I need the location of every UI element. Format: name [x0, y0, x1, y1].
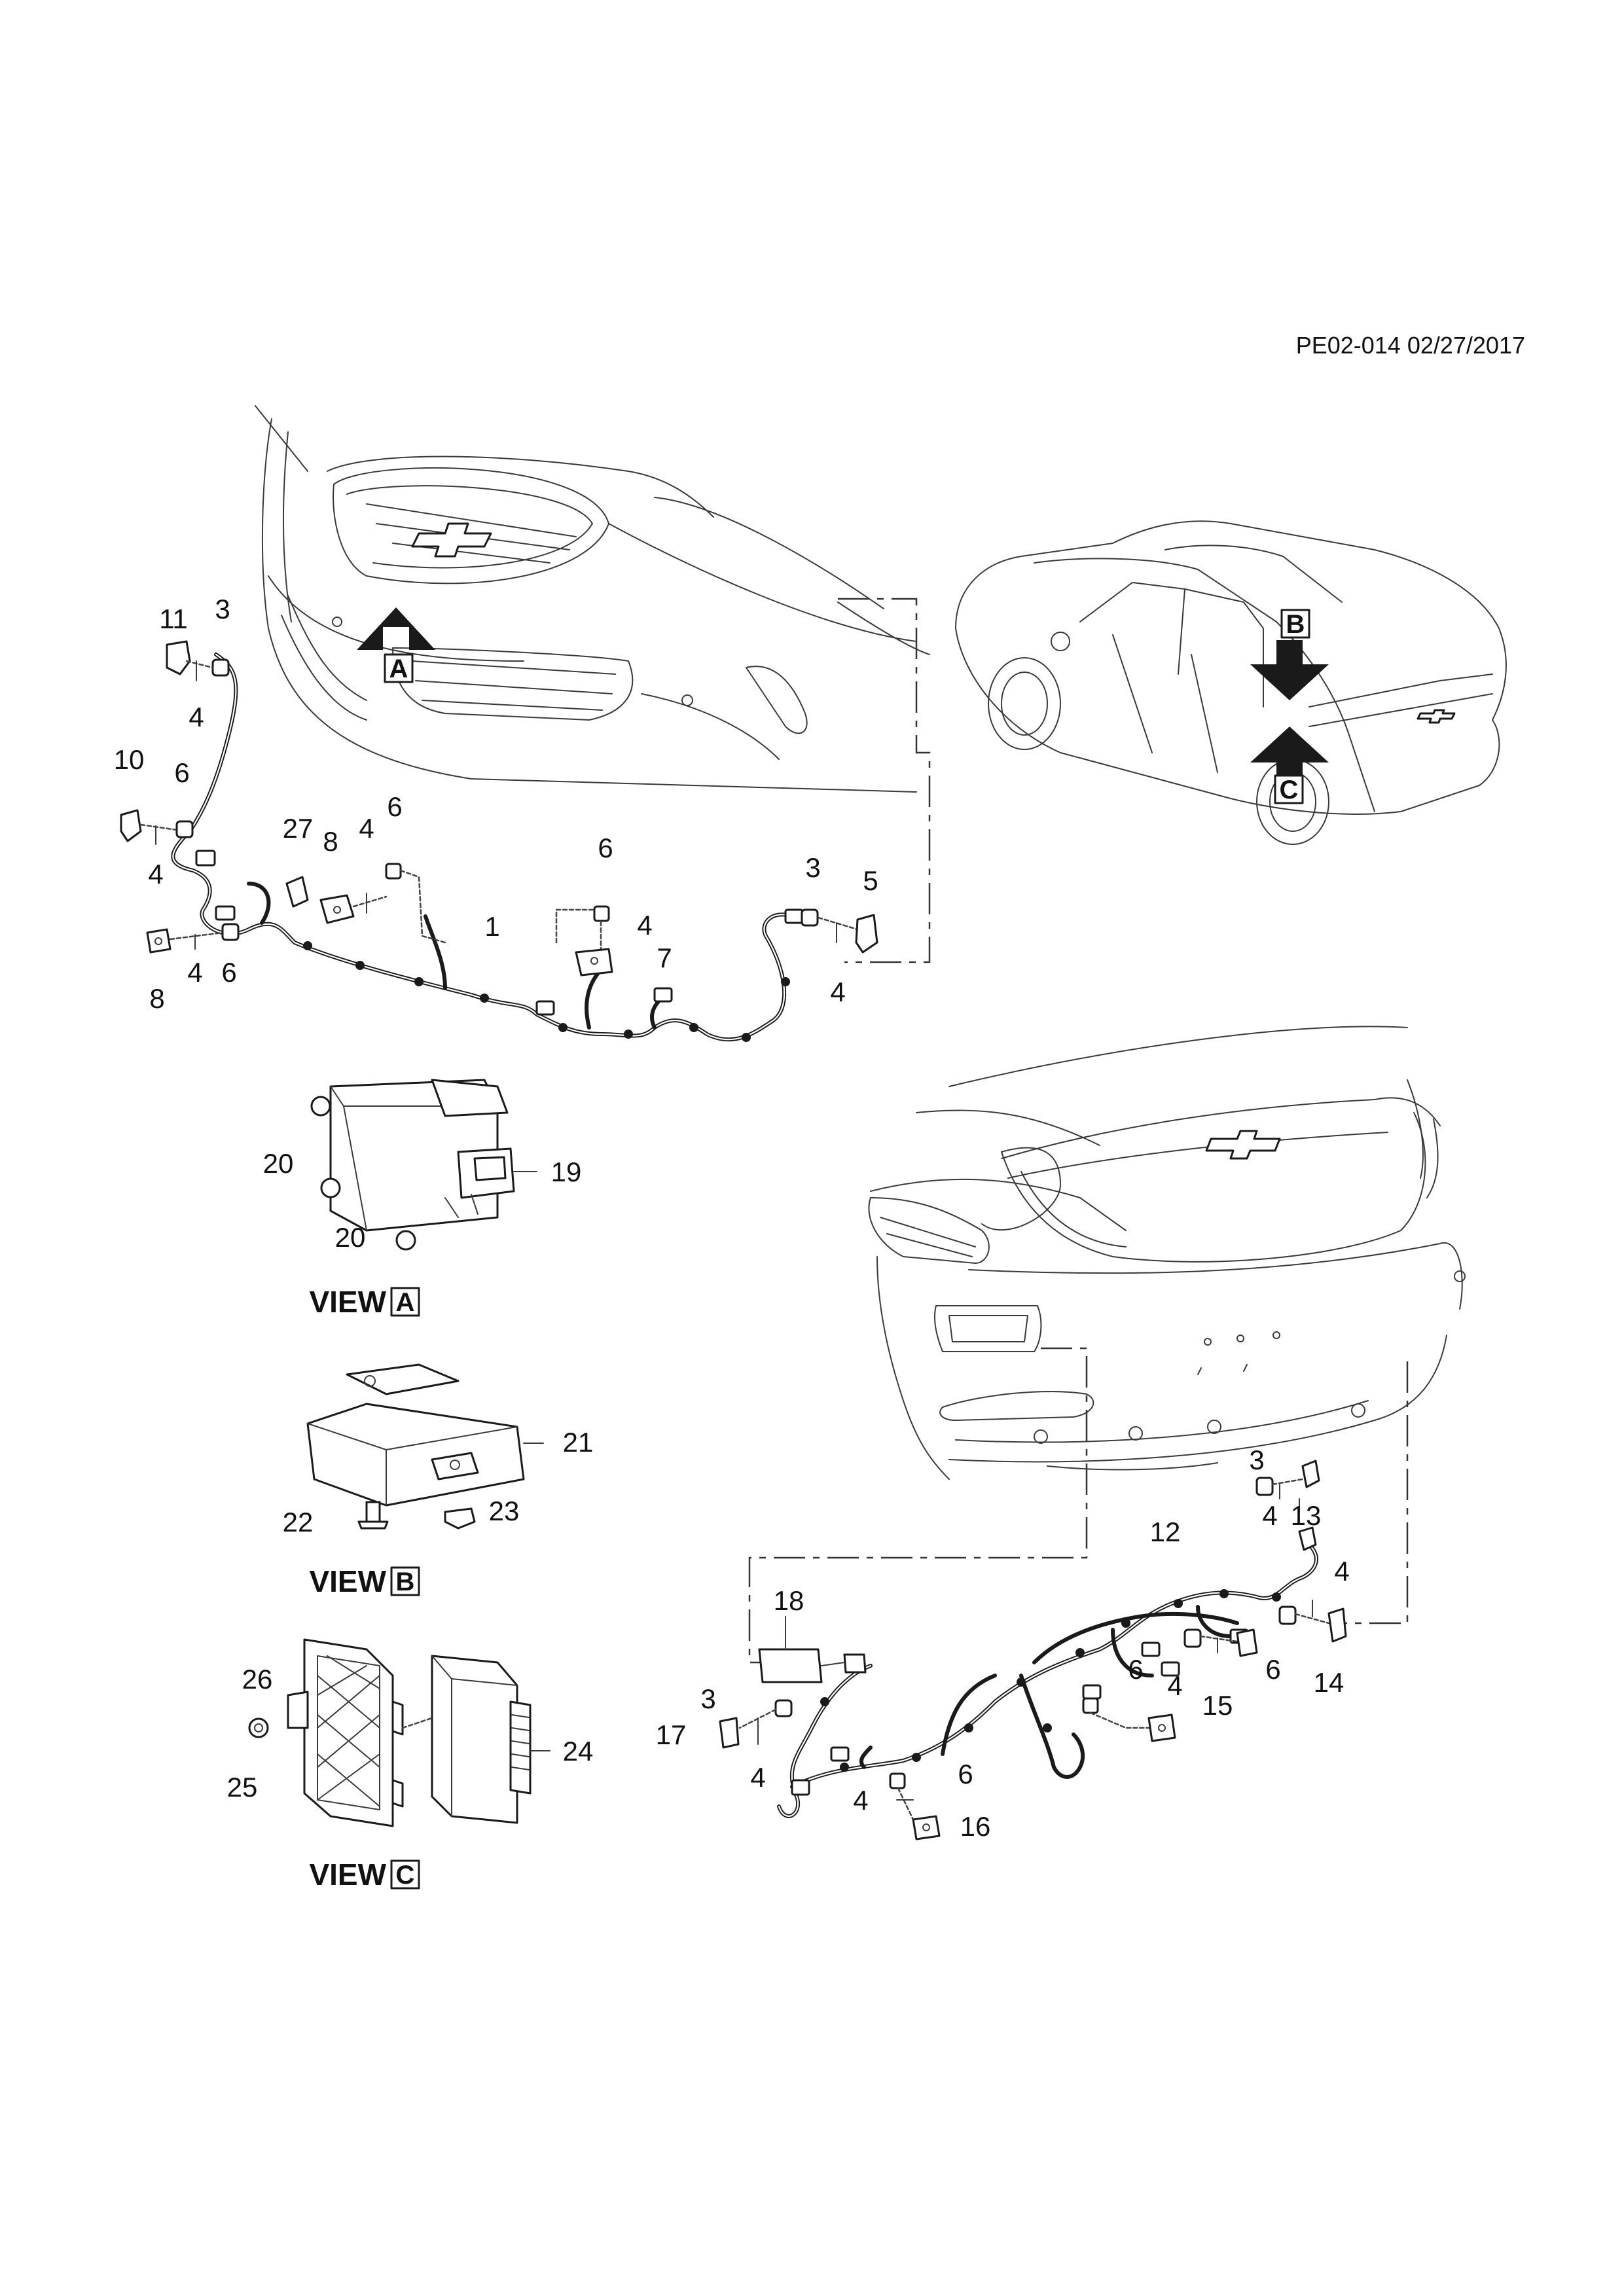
view-b-letter: B — [396, 1568, 415, 1596]
callout-27: 27 — [283, 813, 314, 844]
callout-6: 6 — [221, 957, 236, 988]
view-a-title: VIEW — [309, 1285, 386, 1319]
view-arrow-a-label: A — [389, 655, 408, 683]
callout-8: 8 — [323, 826, 338, 857]
callout-8: 8 — [149, 983, 164, 1014]
callout-4: 4 — [830, 977, 845, 1007]
callout-6: 6 — [958, 1759, 973, 1789]
rear-fascia-illustration — [748, 1026, 1466, 1664]
callout-10: 10 — [114, 744, 145, 775]
view-a-letter: A — [396, 1288, 415, 1317]
rear-sensor-parts — [719, 1460, 1347, 1840]
callout-22: 22 — [283, 1507, 314, 1537]
view-b-title: VIEW — [309, 1564, 386, 1598]
callout-20: 20 — [263, 1148, 294, 1179]
callout-6: 6 — [1265, 1654, 1280, 1685]
callout-6: 6 — [598, 833, 613, 863]
callout-3: 3 — [1249, 1444, 1264, 1475]
callout-6: 6 — [1128, 1654, 1143, 1685]
vehicle-overview-illustration: B C — [955, 520, 1507, 845]
callout-16: 16 — [960, 1811, 991, 1842]
callout-4: 4 — [1262, 1500, 1277, 1531]
callout-21: 21 — [563, 1427, 594, 1458]
callout-3: 3 — [215, 594, 230, 624]
callout-3: 3 — [700, 1683, 715, 1714]
rear-bumper-harness — [777, 1543, 1318, 1818]
view-b-module — [306, 1363, 544, 1530]
callout-15: 15 — [1202, 1690, 1233, 1721]
front-bumper-harness — [171, 653, 804, 1042]
reference-code: PE02-014 02/27/2017 — [1296, 332, 1525, 359]
callout-18: 18 — [774, 1585, 804, 1616]
view-c-title: VIEW — [309, 1857, 386, 1892]
callout-4: 4 — [1167, 1670, 1182, 1701]
callout-20: 20 — [335, 1222, 366, 1253]
front-fascia-illustration: A — [255, 405, 931, 963]
callout-7: 7 — [657, 942, 672, 973]
callout-1: 1 — [484, 911, 499, 942]
callout-4: 4 — [148, 859, 163, 889]
callout-4: 4 — [637, 910, 652, 941]
callout-24: 24 — [563, 1736, 594, 1767]
callout-26: 26 — [242, 1664, 273, 1695]
view-c-box — [390, 1859, 420, 1890]
view-a-box — [390, 1287, 420, 1317]
callout-4: 4 — [359, 813, 374, 844]
callout-6: 6 — [174, 757, 189, 788]
callout-4: 4 — [187, 957, 202, 988]
callout-14: 14 — [1314, 1667, 1344, 1698]
callout-3: 3 — [805, 852, 820, 883]
callout-13: 13 — [1291, 1500, 1322, 1531]
callout-6: 6 — [387, 791, 402, 822]
callout-17: 17 — [656, 1719, 687, 1750]
callout-25: 25 — [227, 1772, 258, 1803]
view-c-assembly — [248, 1638, 550, 1827]
view-a-module — [310, 1079, 537, 1251]
view-b-box — [390, 1566, 420, 1596]
callout-23: 23 — [489, 1496, 520, 1526]
view-arrow-c-label: C — [1280, 776, 1299, 804]
callout-4: 4 — [750, 1762, 765, 1793]
callout-5: 5 — [863, 865, 878, 896]
callout-4: 4 — [853, 1785, 868, 1816]
view-arrow-b-label: B — [1286, 610, 1305, 639]
callout-4: 4 — [189, 702, 204, 732]
view-c-letter: C — [396, 1861, 415, 1890]
callout-4: 4 — [1334, 1556, 1349, 1587]
callout-12: 12 — [1150, 1516, 1181, 1547]
callout-19: 19 — [551, 1157, 582, 1187]
callout-11: 11 — [159, 603, 188, 634]
front-sensor-parts — [120, 640, 878, 977]
